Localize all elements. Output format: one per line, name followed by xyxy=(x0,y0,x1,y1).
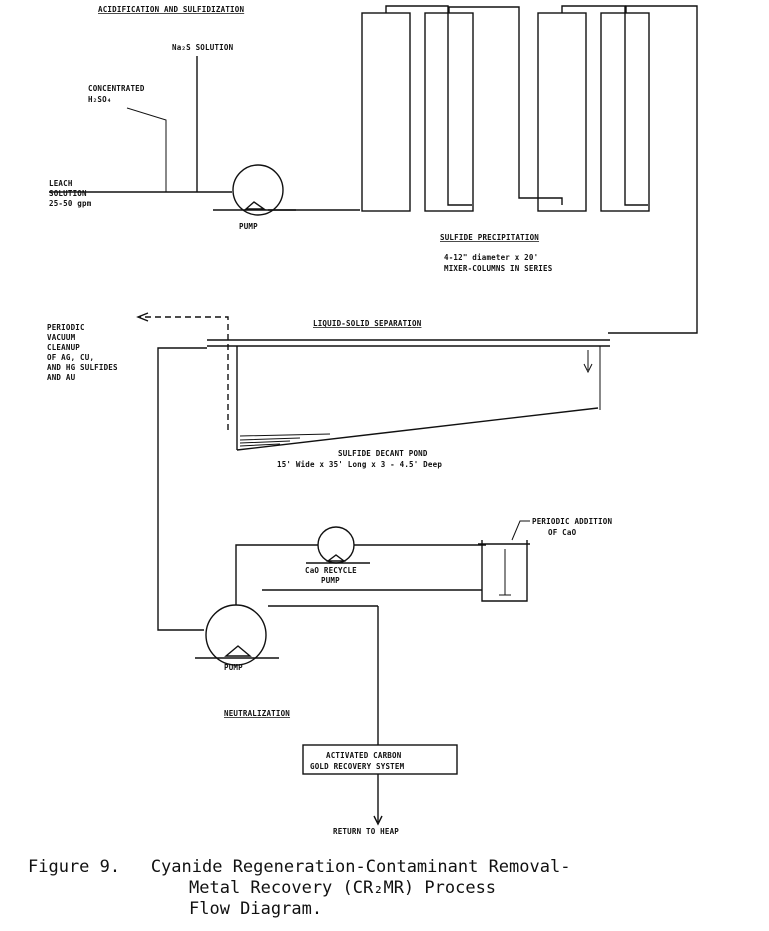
mixer-columns xyxy=(361,5,698,334)
pond-sludge-hatch xyxy=(239,433,331,447)
label-recovery-1: ACTIVATED CARBON xyxy=(326,751,402,760)
label-pump-3: PUMP xyxy=(224,663,243,672)
cao-pump-base-icon xyxy=(325,554,347,562)
neutralization-tank xyxy=(478,540,530,602)
label-pump-1: PUMP xyxy=(239,222,258,231)
label-cleanup-2: VACUUM xyxy=(47,333,76,342)
vacuum-cleanup-dashed-line xyxy=(140,316,229,430)
caption-line-2: Metal Recovery (CR₂MR) Process xyxy=(189,878,496,898)
label-cao-pump: PUMP xyxy=(321,576,340,585)
heading-liquid-solid-separation: LIQUID-SOLID SEPARATION xyxy=(313,319,422,328)
label-return-to-heap: RETURN TO HEAP xyxy=(333,827,399,836)
cao-recycle-return-line xyxy=(235,544,318,605)
crossover-pipe-2 xyxy=(448,6,563,205)
pump-1-base-icon xyxy=(244,201,267,210)
label-cao-addition-2: OF CaO xyxy=(548,528,577,537)
pond-inlet-arrow xyxy=(583,350,593,374)
crossover-pipe-1 xyxy=(385,5,472,206)
pond-outflow-line xyxy=(157,347,207,631)
pump-1 xyxy=(213,164,296,216)
pond-sloped-floor xyxy=(236,407,599,451)
pump-1-body xyxy=(232,164,284,216)
label-recovery-2: GOLD RECOVERY SYSTEM xyxy=(310,762,405,771)
tank-walls xyxy=(481,540,528,602)
column-outlet-pipe xyxy=(608,5,698,334)
label-column-size: 4-12" diameter x 20' xyxy=(444,253,538,262)
h2so4-feed-line xyxy=(126,107,167,192)
label-pond-size: 15' Wide x 35' Long x 3 - 4.5' Deep xyxy=(277,460,442,469)
label-mixer-columns: MIXER-COLUMNS IN SERIES xyxy=(444,264,553,273)
recovery-box xyxy=(302,744,458,775)
cao-pump-body xyxy=(317,526,355,564)
label-na2s-solution: Na₂S SOLUTION xyxy=(172,43,234,52)
sulfide-decant-pond xyxy=(207,339,610,451)
label-cleanup-3: CLEANUP xyxy=(47,343,80,352)
cao-addition-line xyxy=(511,520,530,541)
pump-3-body xyxy=(205,604,267,666)
mixer-column-3 xyxy=(537,12,587,212)
crossover-pipe-3 xyxy=(561,5,648,206)
tank-mixer-icon xyxy=(499,549,511,596)
vacuum-cleanup-arrowhead xyxy=(136,312,149,322)
mixer-column-1 xyxy=(361,12,411,212)
label-cleanup-5: AND HG SULFIDES xyxy=(47,363,118,372)
label-cao-recycle: CaO RECYCLE xyxy=(305,566,357,575)
heading-sulfide-precipitation: SULFIDE PRECIPITATION xyxy=(440,233,539,242)
label-h2so4: H₂SO₄ xyxy=(88,95,112,104)
label-cleanup-1: PERIODIC xyxy=(47,323,85,332)
pump-3 xyxy=(195,604,279,666)
return-arrowhead xyxy=(373,815,383,826)
caption-line-3: Flow Diagram. xyxy=(189,899,322,919)
label-leach: LEACH xyxy=(49,179,73,188)
label-cleanup-6: AND AU xyxy=(47,373,76,382)
heading-acidification: ACIDIFICATION AND SULFIDIZATION xyxy=(98,5,244,14)
label-solution: SOLUTION xyxy=(49,189,87,198)
gold-recovery-system xyxy=(302,744,458,775)
label-cao-addition-1: PERIODIC ADDITION xyxy=(532,517,612,526)
heading-neutralization: NEUTRALIZATION xyxy=(224,709,290,718)
label-pond-name: SULFIDE DECANT POND xyxy=(338,449,428,458)
label-flow-rate: 25-50 gpm xyxy=(49,199,92,208)
mixer-column-2 xyxy=(424,12,474,212)
caption-line-1: Figure 9. Cyanide Regeneration-Contamina… xyxy=(28,857,570,877)
label-cleanup-4: OF AG, CU, xyxy=(47,353,94,362)
pump-3-base-icon xyxy=(224,645,252,657)
label-concentrated: CONCENTRATED xyxy=(88,84,145,93)
